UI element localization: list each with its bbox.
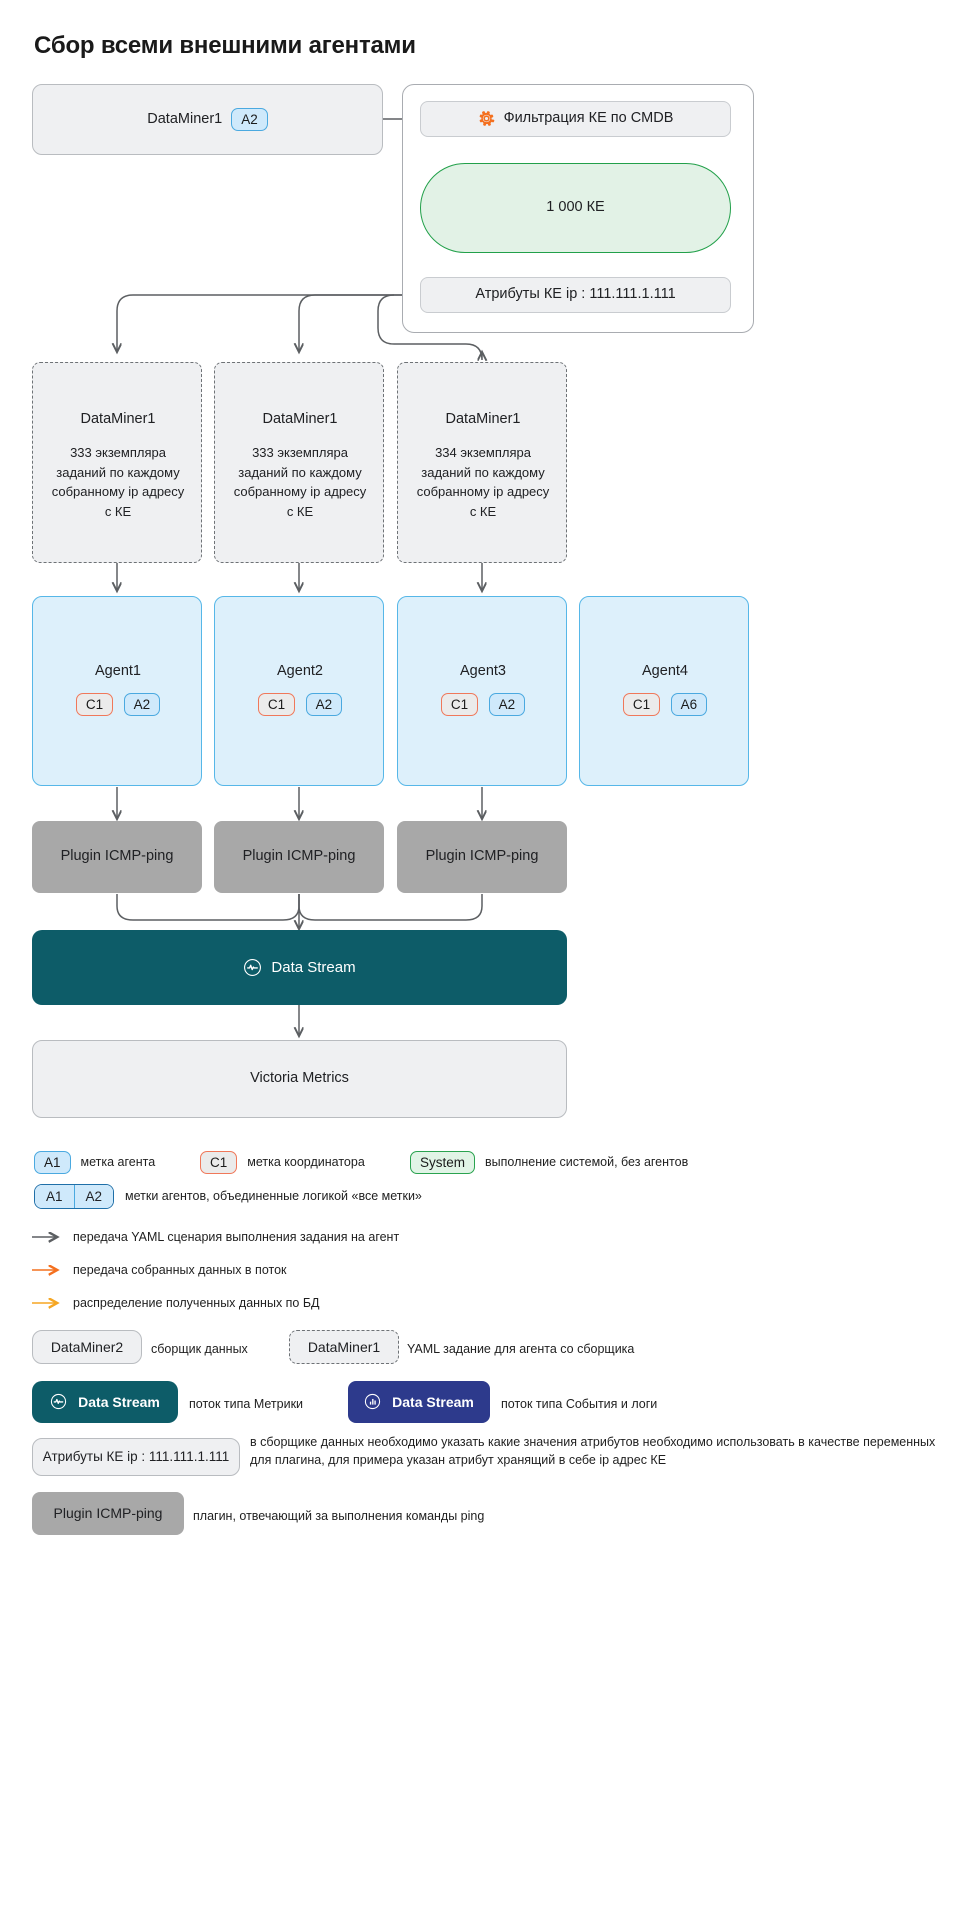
task-desc: 334 экземпляра заданий по каждому собран…: [416, 445, 550, 519]
gear-icon: [478, 110, 495, 127]
legend-arrow-distribute-text: распределение полученных данных по БД: [73, 1296, 320, 1310]
legend-collector-box-label: DataMiner2: [50, 1338, 124, 1355]
agent-name: Agent1: [95, 663, 141, 679]
source-agent-chip: A2: [231, 108, 268, 131]
ke-attributes-label: Атрибуты КЕ ip : 111.111.1.111: [475, 286, 676, 303]
coordinator-chip: C1: [622, 693, 661, 716]
metrics-pulse-icon: [50, 1393, 69, 1412]
task-box[interactable]: DataMiner1 334 экземпляра заданий по каж…: [397, 362, 567, 563]
source-dataminer-node[interactable]: DataMiner1 A2: [32, 84, 383, 155]
legend-stream-metrics-text: поток типа Метрики: [189, 1397, 304, 1411]
filter-step-label: Фильтрация КЕ по CMDB: [503, 110, 674, 127]
legend-task-box-label: DataMiner1: [307, 1338, 381, 1355]
legend-stream-events-box: Data Stream: [348, 1381, 490, 1423]
legend-stream-metrics-label: Data Stream: [78, 1394, 160, 1410]
agent-name: Agent2: [277, 663, 323, 679]
page-title: Сбор всеми внешними агентами: [34, 32, 416, 59]
legend-attributes-box: Атрибуты КЕ ip : 111.111.1.111: [32, 1438, 240, 1476]
legend-coordinator-chip: C1: [200, 1151, 238, 1174]
arrow-orange-icon: [32, 1263, 64, 1277]
task-desc: 333 экземпляра заданий по каждому собран…: [51, 445, 185, 519]
plugin-box[interactable]: Plugin ICMP-ping: [32, 821, 202, 893]
source-dataminer-label: DataMiner1: [147, 110, 223, 127]
agent-box[interactable]: Agent3 C1 A2: [397, 596, 567, 786]
ke-count-node[interactable]: 1 000 КЕ: [420, 163, 731, 253]
legend-chip-coordinator: C1 метка координатора: [200, 1151, 365, 1174]
agent-name: Agent3: [460, 663, 506, 679]
agent-chip: A2: [488, 693, 526, 716]
task-box[interactable]: DataMiner1 333 экземпляра заданий по каж…: [214, 362, 384, 563]
task-desc: 333 экземпляра заданий по каждому собран…: [233, 445, 367, 519]
legend-task-text: YAML задание для агента со сборщика: [407, 1342, 635, 1356]
legend-chip-pair-text: метки агентов, объединенные логикой «все…: [125, 1189, 422, 1204]
legend-chip-pair-group: A1 A2: [34, 1184, 115, 1209]
legend-arrow-distribute: распределение полученных данных по БД: [30, 1294, 320, 1312]
agent-box[interactable]: Agent4 C1 A6: [579, 596, 749, 786]
metrics-pulse-icon: [243, 958, 262, 977]
legend-system-chip: System: [410, 1151, 476, 1174]
legend-arrow-yaml-text: передача YAML сценария выполнения задани…: [73, 1230, 400, 1244]
plugin-label: Plugin ICMP-ping: [60, 848, 174, 865]
plugin-box[interactable]: Plugin ICMP-ping: [214, 821, 384, 893]
legend-arrow-yaml: передача YAML сценария выполнения задани…: [30, 1228, 399, 1246]
task-title: DataMiner1: [80, 411, 156, 427]
legend-agent-chip: A1: [34, 1151, 71, 1174]
plugin-label: Plugin ICMP-ping: [242, 848, 356, 865]
bar-chart-icon: [364, 1393, 383, 1412]
task-title: DataMiner1: [445, 411, 521, 427]
filter-step-node[interactable]: Фильтрация КЕ по CMDB: [420, 101, 731, 137]
plugin-label: Plugin ICMP-ping: [425, 848, 539, 865]
legend-collector-text: сборщик данных: [151, 1342, 248, 1356]
victoria-metrics-label: Victoria Metrics: [250, 1070, 349, 1087]
legend-plugin-box: Plugin ICMP-ping: [32, 1492, 184, 1535]
agent-chip: A2: [123, 693, 161, 716]
coordinator-chip: C1: [257, 693, 296, 716]
legend-plugin-box-label: Plugin ICMP-ping: [53, 1505, 163, 1521]
plugin-box[interactable]: Plugin ICMP-ping: [397, 821, 567, 893]
legend-task-box: DataMiner1: [289, 1330, 399, 1364]
legend-system-text: выполнение системой, без агентов: [485, 1155, 689, 1170]
legend-agent-text: метка агента: [80, 1155, 156, 1170]
legend-stream-events-label: Data Stream: [392, 1394, 474, 1410]
agent-name: Agent4: [642, 663, 688, 679]
victoria-metrics-node[interactable]: Victoria Metrics: [32, 1040, 567, 1118]
coordinator-chip: C1: [75, 693, 114, 716]
legend-stream-metrics-box: Data Stream: [32, 1381, 178, 1423]
arrow-amber-icon: [32, 1296, 64, 1310]
legend-chip-system: System выполнение системой, без агентов: [410, 1151, 688, 1174]
legend-chip-pair: A1 A2 метки агентов, объединенные логико…: [34, 1184, 422, 1209]
legend-attributes-text: в сборщике данных необходимо указать как…: [250, 1435, 936, 1468]
legend-stream-events-text: поток типа События и логи: [501, 1397, 658, 1411]
agent-box[interactable]: Agent2 C1 A2: [214, 596, 384, 786]
legend-chip-agent: A1 метка агента: [34, 1151, 155, 1174]
arrow-grey-icon: [32, 1230, 64, 1244]
legend-pair-chip-1: A1: [35, 1185, 75, 1208]
task-box[interactable]: DataMiner1 333 экземпляра заданий по каж…: [32, 362, 202, 563]
task-title: DataMiner1: [262, 411, 338, 427]
coordinator-chip: C1: [440, 693, 479, 716]
legend-plugin-text: плагин, отвечающий за выполнения команды…: [193, 1509, 485, 1523]
legend-coordinator-text: метка координатора: [247, 1155, 365, 1170]
legend-collector-box: DataMiner2: [32, 1330, 142, 1364]
ke-attributes-node[interactable]: Атрибуты КЕ ip : 111.111.1.111: [420, 277, 731, 313]
legend-arrow-collected: передача собранных данных в поток: [30, 1261, 287, 1279]
agent-box[interactable]: Agent1 C1 A2: [32, 596, 202, 786]
data-stream-label: Data Stream: [271, 959, 356, 976]
agent-chip: A2: [305, 693, 343, 716]
ke-count-label: 1 000 КЕ: [546, 199, 605, 216]
agent-chip: A6: [670, 693, 708, 716]
legend-attributes-box-label: Атрибуты КЕ ip : 111.111.1.111: [42, 1448, 230, 1464]
legend-pair-chip-2: A2: [74, 1185, 114, 1208]
legend-arrow-collected-text: передача собранных данных в поток: [73, 1263, 287, 1277]
data-stream-node[interactable]: Data Stream: [32, 930, 567, 1005]
